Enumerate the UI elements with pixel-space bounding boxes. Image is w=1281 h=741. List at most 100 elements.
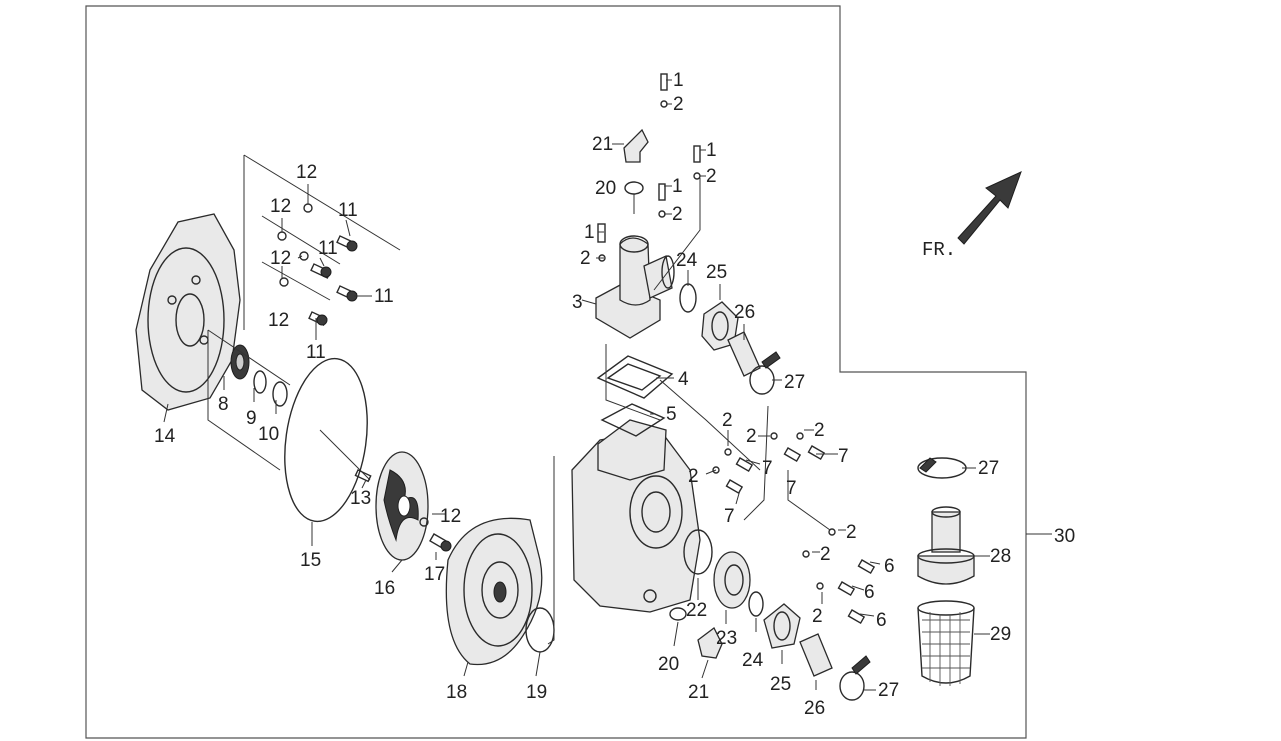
callout-1: 1 [584,222,595,243]
o-ring-part [525,607,555,653]
bolt-part [597,223,606,262]
callout-15: 15 [300,550,321,571]
bolt-part [725,479,744,495]
callout-16: 16 [374,578,395,599]
callout-4: 4 [678,369,689,390]
hose-clamp-part [917,457,967,479]
o-ring-part [624,181,644,195]
callout-2: 2 [706,166,717,187]
washer-part [419,517,429,527]
o-ring-part [748,591,764,617]
callout-20: 20 [595,178,616,199]
callout-25: 25 [706,262,727,283]
callout-7: 7 [838,446,849,467]
callout-28: 28 [990,546,1011,567]
callout-7: 7 [724,506,735,527]
callout-6: 6 [884,556,895,577]
callout-14: 14 [154,426,176,447]
callout-21: 21 [592,134,613,155]
bolt-part [336,285,358,302]
callout-8: 8 [218,394,229,415]
callout-7: 7 [786,478,797,499]
callout-12: 12 [440,506,461,527]
callout-19: 19 [526,682,547,703]
callout-1: 1 [673,70,684,91]
washer-part [816,582,824,590]
callout-30: 30 [1054,526,1075,547]
callout-2: 2 [672,204,683,225]
callout-26: 26 [734,302,755,323]
hose-flange-part [763,603,801,649]
bolt-part [847,609,866,625]
callout-2: 2 [722,410,733,431]
callout-12: 12 [268,310,289,331]
washer-part [253,370,267,394]
callout-18: 18 [446,682,467,703]
callout-11: 11 [306,342,326,363]
gasket-part [600,403,666,437]
gasket-part [683,529,713,575]
callout-2: 2 [673,94,684,115]
callout-17: 17 [424,564,445,585]
washer-part [303,203,313,213]
callout-6: 6 [864,582,875,603]
washer-part [796,432,804,440]
bolt-part [308,311,328,327]
callout-2: 2 [812,606,823,627]
callout-13: 13 [350,488,371,509]
callout-2: 2 [846,522,857,543]
callout-29: 29 [990,624,1011,645]
washer-part [279,277,289,287]
o-ring-part [284,357,368,523]
o-ring-part [669,607,687,621]
outlet-elbow-part [595,235,675,339]
callout-11: 11 [374,286,394,307]
callout-labels: 1 2 21 1 2 20 1 2 1 2 24 25 26 27 3 4 5 … [154,70,1075,719]
callout-11: 11 [318,238,338,259]
bolt-part [658,183,666,218]
washer-part [299,251,309,261]
drain-plug-part [623,128,649,163]
volute-casing-part [445,517,543,666]
callout-2: 2 [820,544,831,565]
callout-22: 22 [686,600,707,621]
leader-lines [163,79,990,691]
callout-3: 3 [572,292,583,313]
washer-part [272,381,288,407]
callout-2: 2 [814,420,825,441]
callout-1: 1 [706,140,717,161]
callout-6: 6 [876,610,887,631]
callout-20: 20 [658,654,679,675]
o-ring-part [679,283,697,313]
washer-part [277,231,287,241]
callout-21: 21 [688,682,709,703]
bolt-part [837,581,856,597]
hose-nipple-part [727,331,761,377]
callout-24: 24 [742,650,764,671]
bolt-part [310,263,332,279]
bolt-part [783,447,802,463]
bolt-part [735,457,754,473]
impeller-part [375,451,429,561]
diagram-frame [85,5,1027,739]
mechanical-seal-part [230,344,250,380]
callout-2: 2 [688,466,699,487]
washer-part [770,432,778,440]
washer-part [828,528,836,536]
callout-2: 2 [746,426,757,447]
inlet-flange-part [713,551,751,609]
washer-part [712,466,720,474]
callout-12: 12 [270,196,291,217]
bolt-part [857,559,876,575]
callout-27: 27 [878,680,899,701]
callout-11: 11 [338,200,358,221]
strainer-basket-part [917,600,975,686]
callout-23: 23 [716,628,737,649]
callout-27: 27 [978,458,999,479]
washer-part [802,550,810,558]
callout-10: 10 [258,424,279,445]
callout-12: 12 [270,248,291,269]
bolt-part [429,533,452,552]
callout-12: 12 [296,162,317,183]
